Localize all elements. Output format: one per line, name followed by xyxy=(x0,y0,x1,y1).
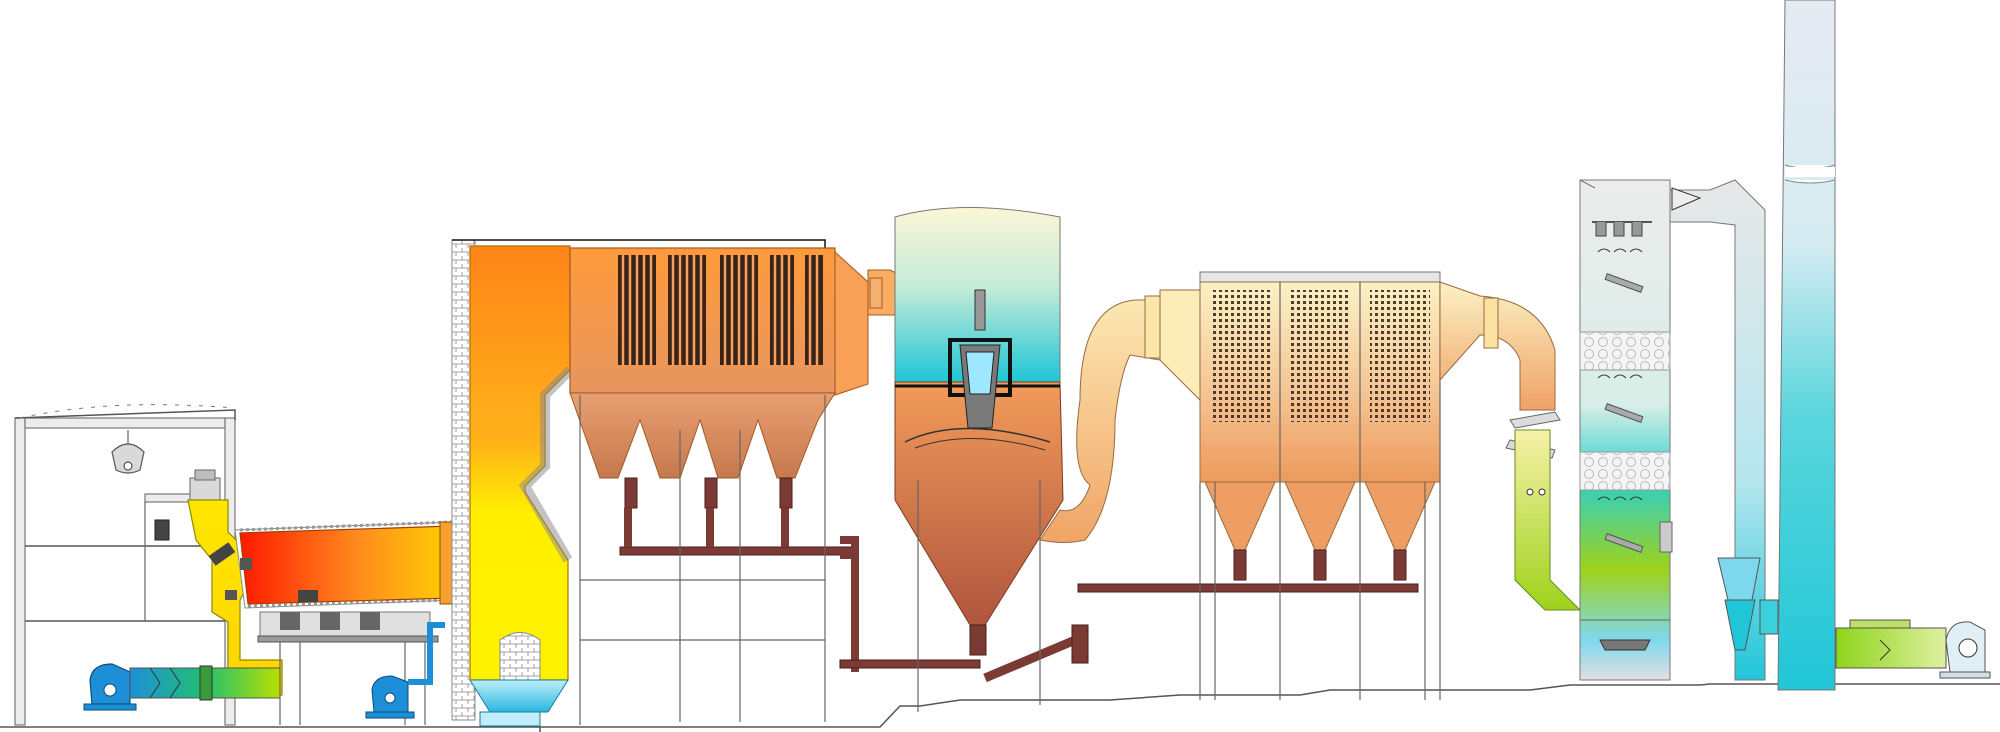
feed-hopper xyxy=(187,469,283,696)
primary-air-fan xyxy=(83,663,281,711)
baghouse-icon xyxy=(1210,290,1430,422)
wet-scrubber-tower xyxy=(1579,179,1673,681)
boiler-tubes-icon xyxy=(618,255,823,365)
ground-line xyxy=(0,683,2000,732)
kiln-air-fan xyxy=(365,622,445,719)
duct-scrubber-stack xyxy=(1669,179,1766,681)
quench-tower xyxy=(839,207,1089,712)
secondary-combustion-chamber xyxy=(451,239,826,727)
chimney-icon xyxy=(1777,0,1836,691)
bag-filter xyxy=(1077,271,1441,700)
duct-pre-scrubber xyxy=(1514,429,1582,611)
induced-draft-fan xyxy=(1835,619,1991,679)
bunker-bin xyxy=(154,519,170,541)
stack xyxy=(1777,0,1836,691)
waste-heat-boiler xyxy=(569,247,869,725)
scrubber-icon xyxy=(1579,221,1671,553)
furnace-icon xyxy=(469,245,571,681)
quench-tower-icon xyxy=(904,289,1051,451)
rotary-kiln xyxy=(234,520,456,725)
kiln-icon xyxy=(239,525,453,605)
crane-grab-icon xyxy=(111,430,145,474)
